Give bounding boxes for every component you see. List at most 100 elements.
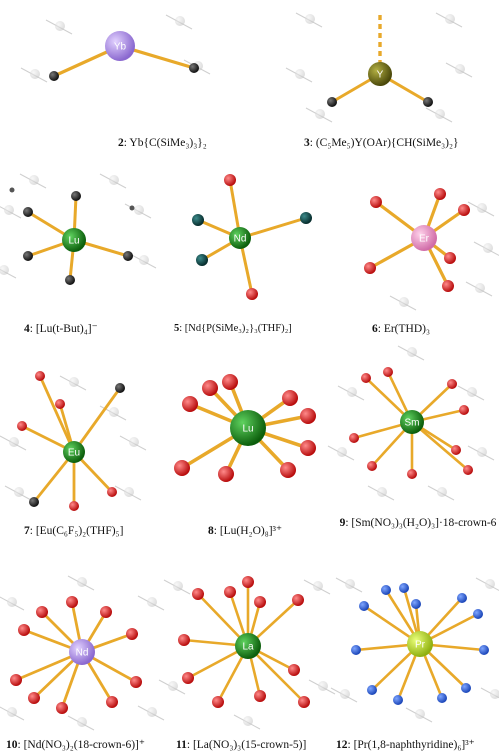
ghost-atom (345, 579, 355, 589)
oxygen-atom (280, 462, 296, 478)
metal-center-atom (230, 410, 266, 446)
ghost-atom (407, 347, 417, 357)
oxygen-atom (451, 445, 461, 455)
metal-center-atom (235, 633, 261, 659)
phosphorus-atom (300, 212, 312, 224)
ghost-atom (377, 487, 387, 497)
nitrogen-atom (457, 593, 467, 603)
oxygen-atom (18, 624, 30, 636)
oxygen-atom (174, 460, 190, 476)
metal-center-atom (105, 31, 135, 61)
metal-center-atom (400, 410, 424, 434)
carbon-atom (327, 97, 337, 107)
ghost-atom (109, 407, 119, 417)
ghost-atom (4, 205, 14, 215)
metal-center-label: Eu (68, 448, 80, 459)
nitrogen-atom (461, 683, 471, 693)
hydrogen-atom (9, 187, 15, 193)
oxygen-atom (35, 371, 45, 381)
oxygen-atom (55, 399, 65, 409)
ghost-atom (313, 581, 323, 591)
nitrogen-atom (351, 645, 361, 655)
metal-center-label: Nd (76, 648, 89, 659)
ghost-atom (305, 14, 315, 24)
caption-10: 10: [Nd(NO₃)₂(18-crown-6)]⁺ (6, 739, 145, 751)
carbon-atom (49, 71, 59, 81)
nitrogen-atom (393, 695, 403, 705)
ghost-atom (109, 175, 119, 185)
oxygen-atom (370, 196, 382, 208)
oxygen-atom (254, 596, 266, 608)
ghost-atom (77, 577, 87, 587)
carbon-atom (123, 251, 133, 261)
oxygen-atom (444, 252, 456, 264)
oxygen-atom (254, 690, 266, 702)
nitrogen-atom (411, 599, 421, 609)
caption-12: 12: [Pr(1,8-naphthyridine)₆]³⁺ (336, 739, 475, 751)
ghost-atom (415, 709, 425, 719)
ghost-atom (7, 707, 17, 717)
metal-center-label: Nd (234, 234, 247, 245)
hydrogen-atom (129, 205, 135, 211)
metal-center-atom (411, 225, 437, 251)
metal-center-label: Sm (405, 418, 420, 429)
oxygen-atom (349, 433, 359, 443)
ghost-atom (337, 447, 347, 457)
oxygen-atom (10, 674, 22, 686)
oxygen-atom (463, 465, 473, 475)
carbon-atom (23, 251, 33, 261)
oxygen-atom (224, 174, 236, 186)
oxygen-atom (126, 628, 138, 640)
structure-6: Er (364, 188, 499, 311)
ghost-atom (7, 597, 17, 607)
ghost-atom (168, 681, 178, 691)
oxygen-atom (107, 487, 117, 497)
ghost-atom (0, 265, 9, 275)
ghost-atom (347, 387, 357, 397)
ghost-atom (318, 681, 328, 691)
carbon-atom (71, 191, 81, 201)
oxygen-atom (218, 466, 234, 482)
bond (410, 420, 470, 472)
oxygen-atom (383, 367, 393, 377)
ghost-atom (14, 487, 24, 497)
structure-3: Y (285, 12, 473, 123)
ghost-atom (30, 69, 40, 79)
oxygen-atom (300, 440, 316, 456)
metal-center-atom (229, 227, 251, 249)
oxygen-atom (182, 396, 198, 412)
ghost-atom (243, 716, 253, 726)
ghost-atom (340, 689, 350, 699)
caption-11: 11: [La(NO₃)₃(15-crown-5)] (176, 739, 307, 751)
oxygen-atom (292, 594, 304, 606)
ghost-atom (77, 717, 87, 727)
oxygen-atom (212, 696, 224, 708)
structure-12: Pr (330, 577, 499, 723)
structure-5: Nd (192, 174, 312, 300)
nitrogen-atom (437, 693, 447, 703)
caption-8: 8: [Lu(H₂O)₈]³⁺ (208, 525, 283, 537)
oxygen-atom (28, 692, 40, 704)
structure-8: Lu (174, 374, 316, 482)
ghost-atom (147, 707, 157, 717)
oxygen-atom (364, 262, 376, 274)
nitrogen-atom (381, 585, 391, 595)
oxygen-atom (442, 280, 454, 292)
nitrogen-atom (479, 645, 489, 655)
oxygen-atom (447, 379, 457, 389)
metal-center-label: Y (377, 70, 384, 81)
nitrogen-atom (473, 609, 483, 619)
oxygen-atom (130, 676, 142, 688)
metal-center-atom (69, 639, 95, 665)
oxygen-atom (192, 588, 204, 600)
carbon-atom (115, 383, 125, 393)
bond (246, 644, 306, 704)
carbon-atom (29, 497, 39, 507)
carbon-atom (189, 63, 199, 73)
ghost-atom (435, 109, 445, 119)
oxygen-atom (178, 634, 190, 646)
ghost-atom (55, 21, 65, 31)
oxygen-atom (367, 461, 377, 471)
oxygen-atom (288, 664, 300, 676)
oxygen-atom (224, 586, 236, 598)
